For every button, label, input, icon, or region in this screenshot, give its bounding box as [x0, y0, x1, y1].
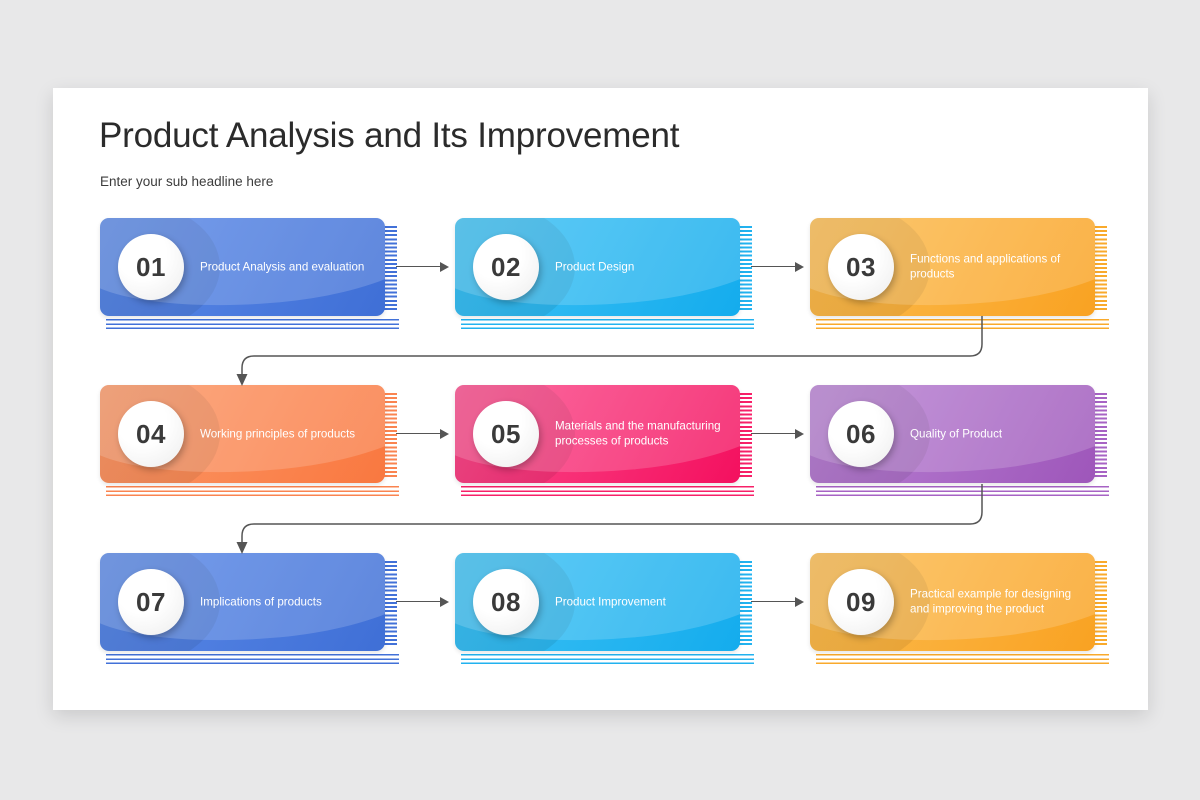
card-body: 06 Quality of Product: [810, 385, 1095, 483]
stacked-underlines-icon: [461, 486, 754, 499]
slide-canvas: Product Analysis and Its Improvement Ent…: [53, 88, 1148, 710]
page-subtitle: Enter your sub headline here: [100, 174, 274, 189]
arrow-shaft: [751, 266, 796, 268]
arrow-01-to-02: [396, 260, 449, 274]
step-number: 03: [846, 251, 876, 282]
step-label: Working principles of products: [200, 427, 356, 441]
step-number: 08: [491, 586, 521, 617]
card-body: 03 Functions and applications of product…: [810, 218, 1095, 316]
step-label: Product Design: [555, 260, 635, 274]
step-number-disc: 04: [118, 401, 184, 467]
step-card-04[interactable]: 04 Working principles of products: [100, 385, 399, 499]
step-card-03[interactable]: 03 Functions and applications of product…: [810, 218, 1109, 332]
step-number: 05: [491, 418, 521, 449]
stacked-underlines-icon: [106, 319, 399, 332]
arrow-shaft: [396, 266, 441, 268]
step-number: 06: [846, 418, 876, 449]
card-body: 01 Product Analysis and evaluation: [100, 218, 385, 316]
step-card-09[interactable]: 09 Practical example for designing and i…: [810, 553, 1109, 667]
stacked-underlines-icon: [816, 486, 1109, 499]
comb-stripes-icon: [738, 561, 752, 645]
step-number-disc: 08: [473, 569, 539, 635]
arrow-02-to-03: [751, 260, 804, 274]
arrow-shaft: [396, 601, 441, 603]
step-number-disc: 09: [828, 569, 894, 635]
arrow-head-icon: [795, 261, 804, 272]
arrow-04-to-05: [396, 427, 449, 441]
step-label: Practical example for designing and impr…: [910, 587, 1072, 616]
arrow-shaft: [751, 601, 796, 603]
step-card-02[interactable]: 02 Product Design: [455, 218, 754, 332]
arrow-07-to-08: [396, 595, 449, 609]
stacked-underlines-icon: [106, 654, 399, 667]
arrow-head-icon: [795, 428, 804, 439]
step-card-07[interactable]: 07 Implications of products: [100, 553, 399, 667]
step-label: Materials and the manufacturing processe…: [555, 419, 721, 448]
arrow-head-icon: [440, 261, 449, 272]
step-number: 09: [846, 586, 876, 617]
comb-stripes-icon: [1093, 561, 1107, 645]
arrow-shaft: [396, 433, 441, 435]
step-number: 04: [136, 418, 166, 449]
card-body: 08 Product Improvement: [455, 553, 740, 651]
comb-stripes-icon: [383, 226, 397, 310]
stacked-underlines-icon: [461, 654, 754, 667]
card-body: 02 Product Design: [455, 218, 740, 316]
arrow-05-to-06: [751, 427, 804, 441]
stacked-underlines-icon: [816, 654, 1109, 667]
arrow-head-icon: [440, 428, 449, 439]
step-label: Functions and applications of products: [910, 252, 1061, 281]
step-label: Product Analysis and evaluation: [200, 260, 365, 274]
stacked-underlines-icon: [461, 319, 754, 332]
arrow-head-icon: [795, 596, 804, 607]
comb-stripes-icon: [738, 226, 752, 310]
step-number: 07: [136, 586, 166, 617]
step-card-06[interactable]: 06 Quality of Product: [810, 385, 1109, 499]
comb-stripes-icon: [1093, 226, 1107, 310]
card-body: 09 Practical example for designing and i…: [810, 553, 1095, 651]
step-number-disc: 05: [473, 401, 539, 467]
step-card-08[interactable]: 08 Product Improvement: [455, 553, 754, 667]
card-body: 05 Materials and the manufacturing proce…: [455, 385, 740, 483]
page-title: Product Analysis and Its Improvement: [99, 116, 680, 155]
step-label: Implications of products: [200, 595, 322, 609]
arrow-08-to-09: [751, 595, 804, 609]
step-label: Quality of Product: [910, 427, 1003, 441]
comb-stripes-icon: [383, 393, 397, 477]
step-card-05[interactable]: 05 Materials and the manufacturing proce…: [455, 385, 754, 499]
comb-stripes-icon: [383, 561, 397, 645]
arrow-head-icon: [440, 596, 449, 607]
card-body: 04 Working principles of products: [100, 385, 385, 483]
step-number: 02: [491, 251, 521, 282]
stacked-underlines-icon: [106, 486, 399, 499]
card-body: 07 Implications of products: [100, 553, 385, 651]
step-number-disc: 03: [828, 234, 894, 300]
comb-stripes-icon: [738, 393, 752, 477]
arrow-shaft: [751, 433, 796, 435]
step-number-disc: 06: [828, 401, 894, 467]
elbow-06-to-07: [236, 484, 988, 556]
comb-stripes-icon: [1093, 393, 1107, 477]
step-label: Product Improvement: [555, 595, 666, 609]
step-number-disc: 02: [473, 234, 539, 300]
step-number: 01: [136, 251, 166, 282]
elbow-03-to-04: [236, 316, 988, 388]
step-number-disc: 01: [118, 234, 184, 300]
stacked-underlines-icon: [816, 319, 1109, 332]
step-number-disc: 07: [118, 569, 184, 635]
step-card-01[interactable]: 01 Product Analysis and evaluation: [100, 218, 399, 332]
